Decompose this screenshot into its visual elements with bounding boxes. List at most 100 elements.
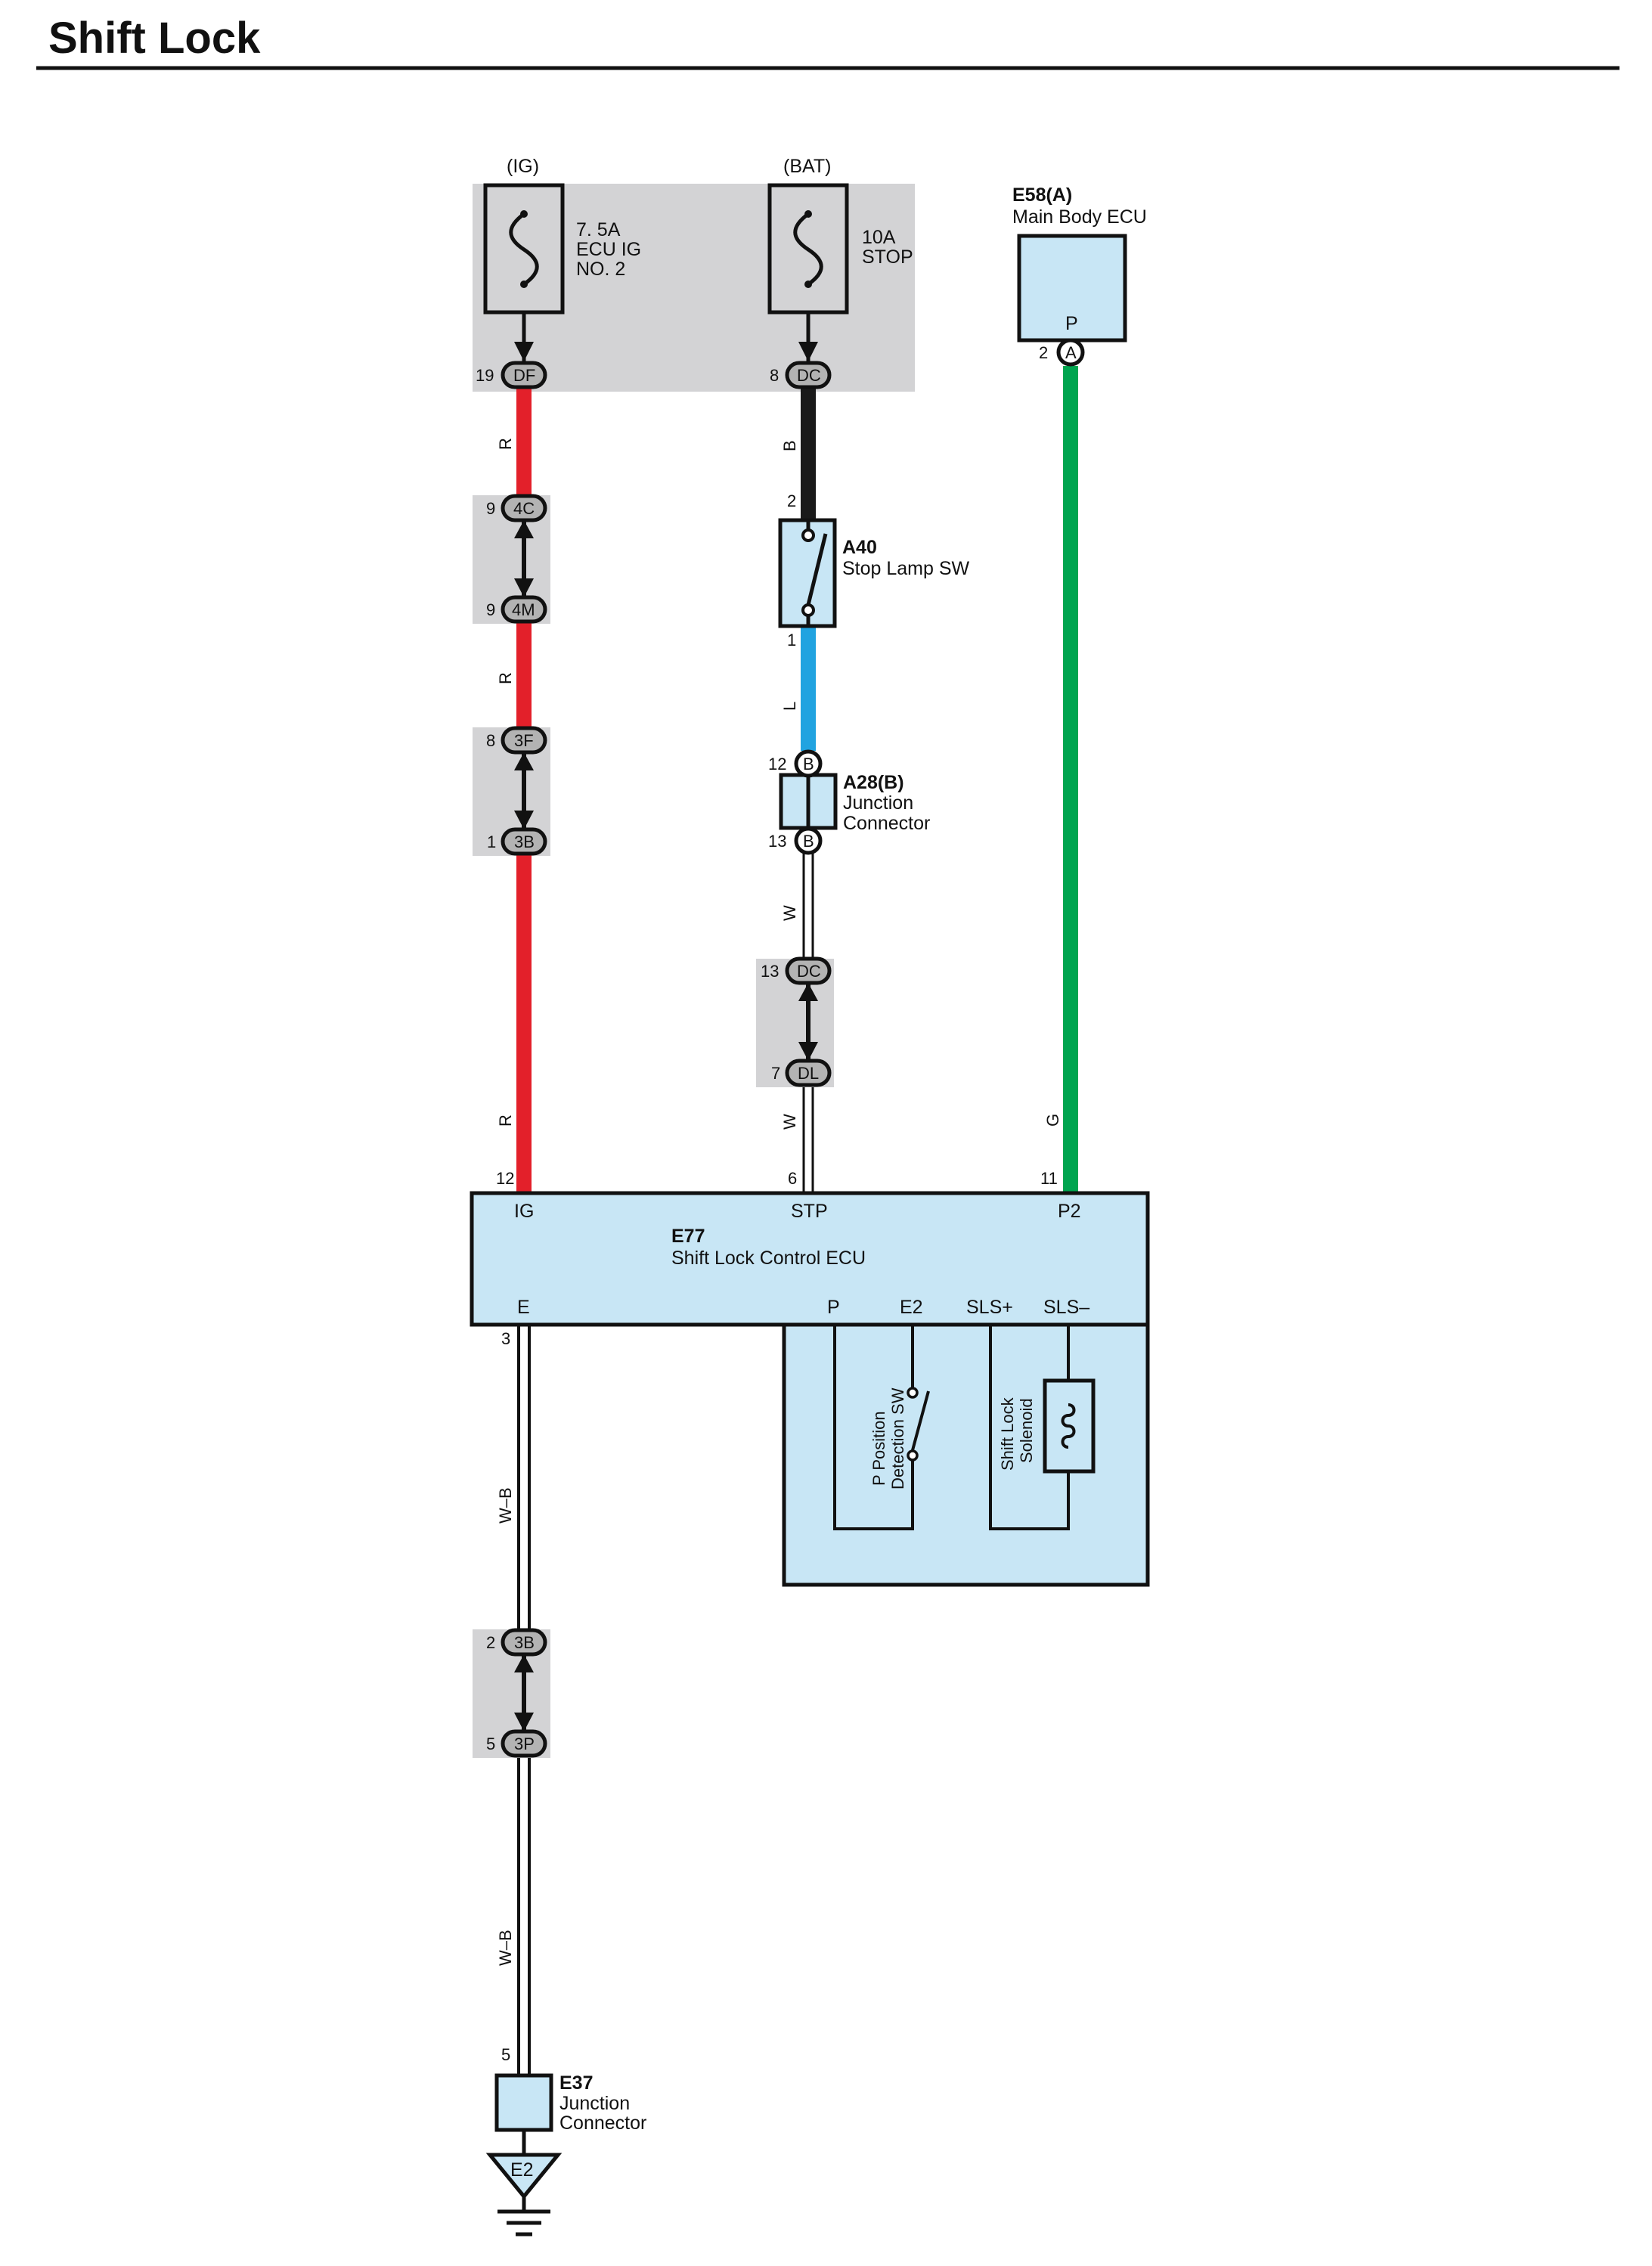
connector-4c-pin: 9 bbox=[486, 499, 495, 518]
coil-icon bbox=[1061, 1403, 1076, 1449]
arrow-icon bbox=[514, 578, 534, 597]
connector-4m-label: 4M bbox=[512, 600, 535, 619]
shift-lock-ecu bbox=[470, 1191, 1150, 1327]
wire-label-r1: R bbox=[496, 438, 515, 450]
connector-dl-pin: 7 bbox=[771, 1064, 780, 1083]
a28-name2: Connector bbox=[843, 813, 930, 834]
connector-a: A 2 bbox=[1039, 338, 1085, 367]
e77-term-e: E bbox=[517, 1297, 530, 1318]
e77-term-p: P bbox=[827, 1297, 840, 1318]
a28-name1: Junction bbox=[843, 792, 913, 814]
e77-term-sls-plus: SLS+ bbox=[966, 1297, 1013, 1318]
connector-b-in-pin: 12 bbox=[768, 755, 786, 773]
fuse-stop: 10A STOP bbox=[767, 183, 913, 315]
a40-pin-in: 2 bbox=[787, 491, 796, 510]
wire-label-w2: W bbox=[780, 1114, 799, 1130]
connector-3p: 3P 5 bbox=[486, 1729, 547, 1758]
connector-3p-pin: 5 bbox=[486, 1734, 495, 1753]
wire-label-r3: R bbox=[496, 1114, 515, 1127]
connector-3b-top-label: 3B bbox=[514, 832, 535, 851]
e77-pin-stp: 6 bbox=[788, 1169, 797, 1188]
connector-b-out-pin: 13 bbox=[768, 832, 786, 851]
connector-dc-mid-label: DC bbox=[797, 962, 821, 981]
wire-white-2 bbox=[802, 1087, 814, 1192]
e77-term-ig: IG bbox=[514, 1201, 534, 1222]
e77-name: Shift Lock Control ECU bbox=[671, 1248, 866, 1269]
solenoid-label-2: Solenoid bbox=[1017, 1398, 1036, 1463]
connector-3b-top: 3B 1 bbox=[487, 827, 547, 856]
connector-4c-label: 4C bbox=[513, 499, 535, 518]
a40-code: A40 bbox=[842, 537, 877, 558]
connector-b-in: B 12 bbox=[768, 749, 823, 778]
arrow-icon bbox=[514, 1713, 534, 1731]
e37-name1: Junction bbox=[559, 2093, 630, 2114]
fuse-name-stop: STOP bbox=[862, 246, 913, 268]
e77-term-e2: E2 bbox=[900, 1297, 923, 1318]
wire-white-black-2 bbox=[517, 1758, 531, 2075]
fuse-rating-stop: 10A bbox=[862, 227, 896, 248]
e37-name2: Connector bbox=[559, 2113, 646, 2134]
e77-code: E77 bbox=[671, 1226, 705, 1247]
fuse-rating-ecu-ig: 7. 5A bbox=[576, 219, 621, 240]
wire-label-l: L bbox=[780, 702, 799, 711]
e58-term-p: P bbox=[1065, 313, 1078, 334]
a28-code: A28(B) bbox=[843, 772, 904, 793]
connector-dc-top: DC 8 bbox=[770, 361, 832, 389]
connector-df: DF 19 bbox=[476, 361, 547, 389]
wire-label-wb1: W–B bbox=[496, 1487, 515, 1524]
arrow-icon bbox=[514, 520, 534, 538]
connector-3f: 3F 8 bbox=[486, 726, 547, 755]
connector-a-pin: 2 bbox=[1039, 343, 1048, 362]
connector-3b-bottom: 3B 2 bbox=[486, 1628, 547, 1657]
connector-b-out-label: B bbox=[803, 832, 814, 851]
e58-code: E58(A) bbox=[1012, 184, 1072, 206]
wire-label-r2: R bbox=[496, 672, 515, 684]
shift-lock-solenoid bbox=[989, 1325, 1096, 1530]
connector-dc-top-label: DC bbox=[797, 366, 821, 385]
connector-df-label: DF bbox=[513, 366, 535, 385]
wire-label-wb2: W–B bbox=[496, 1930, 515, 1966]
ground-label: E2 bbox=[510, 2159, 534, 2181]
connector-dc-top-pin: 8 bbox=[770, 366, 779, 385]
sw-label-2: Detection SW bbox=[888, 1387, 907, 1489]
e77-pin-ig: 12 bbox=[496, 1169, 514, 1188]
e58-name: Main Body ECU bbox=[1012, 206, 1147, 228]
wire-label-b: B bbox=[780, 440, 799, 451]
arrow-icon bbox=[798, 983, 818, 1001]
e37-code: E37 bbox=[559, 2072, 593, 2094]
junction-connector-e37 bbox=[494, 2073, 553, 2132]
sw-label-1: P Position bbox=[869, 1411, 888, 1486]
main-body-ecu bbox=[1017, 234, 1127, 343]
page-title: Shift Lock bbox=[48, 14, 261, 63]
connector-dc-mid-pin: 13 bbox=[761, 962, 779, 981]
relay-block bbox=[473, 184, 915, 392]
arrow-icon bbox=[514, 811, 534, 829]
wire-label-w1: W bbox=[780, 905, 799, 921]
connector-dl: DL 7 bbox=[771, 1059, 832, 1087]
arrow-icon bbox=[514, 752, 534, 770]
arrow-icon bbox=[798, 1042, 818, 1061]
connector-4c: 4C 9 bbox=[486, 494, 547, 522]
connector-a-label: A bbox=[1065, 343, 1077, 362]
connector-4m-pin: 9 bbox=[486, 600, 495, 619]
p-position-detection-switch bbox=[833, 1325, 930, 1530]
shift-lock-ecu-lower-box bbox=[782, 1322, 1150, 1587]
ground-icon bbox=[485, 2153, 563, 2237]
source-bat: (BAT) bbox=[783, 156, 831, 177]
solenoid-label-1: Shift Lock bbox=[998, 1396, 1017, 1471]
connector-3f-pin: 8 bbox=[486, 731, 495, 750]
wire-white-1 bbox=[802, 853, 814, 959]
a40-pin-out: 1 bbox=[787, 631, 796, 649]
e77-pin-e: 3 bbox=[501, 1329, 510, 1348]
connector-b-in-label: B bbox=[803, 755, 814, 773]
connector-3f-label: 3F bbox=[514, 731, 534, 750]
e77-term-p2: P2 bbox=[1058, 1201, 1081, 1222]
fuse-name-no2: NO. 2 bbox=[576, 259, 625, 280]
connector-3b-top-pin: 1 bbox=[487, 832, 496, 851]
connector-df-pin: 19 bbox=[476, 366, 494, 385]
connector-3b-bottom-label: 3B bbox=[514, 1633, 535, 1652]
e77-pin-p2: 11 bbox=[1040, 1169, 1058, 1188]
fuse-name-ecu-ig: ECU IG bbox=[576, 239, 641, 260]
arrow-icon bbox=[514, 342, 534, 361]
